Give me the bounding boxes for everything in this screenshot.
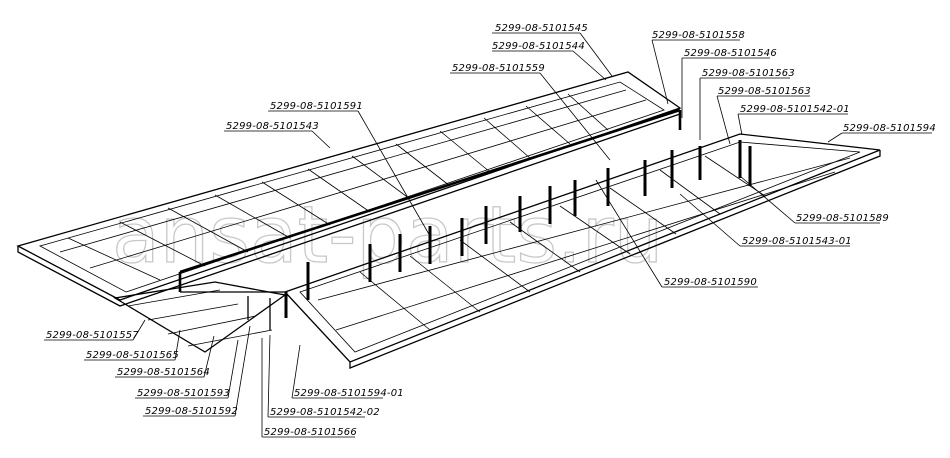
part-label: 5299-08-5101565 — [86, 350, 179, 361]
part-label: 5299-08-5101559 — [452, 63, 545, 74]
part-label: 5299-08-5101543 — [226, 121, 319, 132]
part-label: 5299-08-5101557 — [46, 330, 139, 341]
part-label: 5299-08-5101593 — [137, 388, 230, 399]
part-label: 5299-08-5101558 — [652, 30, 745, 41]
part-label: 5299-08-5101594-01 — [294, 388, 404, 399]
floor-platform — [16, 71, 682, 307]
part-label: 5299-08-5101566 — [264, 427, 357, 438]
part-label: 5299-08-5101590 — [664, 277, 757, 288]
part-label: 5299-08-5101545 — [495, 23, 588, 34]
part-label: 5299-08-5101564 — [117, 367, 210, 378]
part-label: 5299-08-5101592 — [145, 406, 238, 417]
part-label: 5299-08-5101589 — [796, 213, 889, 224]
part-label: 5299-08-5101591 — [270, 101, 363, 112]
leader-lines — [44, 32, 932, 438]
part-label: 5299-08-5101594 — [843, 123, 936, 134]
part-label: 5299-08-5101543-01 — [742, 236, 852, 247]
part-label: 5299-08-5101563 — [702, 68, 795, 79]
callout-labels: 5299-08-5101545 5299-08-5101544 5299-08-… — [46, 23, 936, 438]
part-label: 5299-08-5101544 — [492, 41, 585, 52]
part-label: 5299-08-5101542-02 — [270, 407, 380, 418]
lower-floor — [283, 133, 881, 369]
front-section — [113, 281, 287, 353]
part-label: 5299-08-5101542-01 — [740, 104, 850, 115]
part-label: 5299-08-5101563 — [718, 86, 811, 97]
part-label: 5299-08-5101546 — [684, 48, 777, 59]
